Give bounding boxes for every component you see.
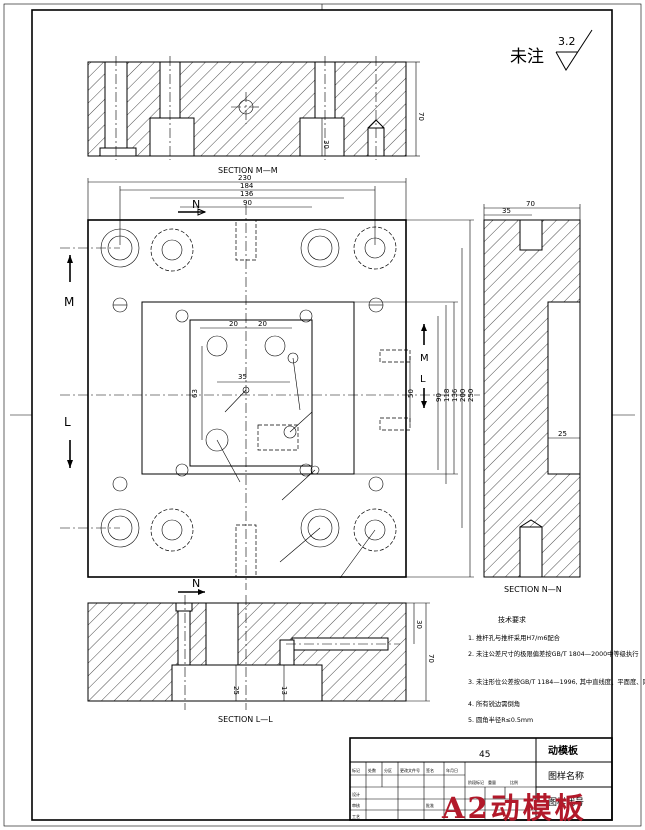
role-approve: 批准 [426,802,434,808]
dim-90v: 90 [435,393,443,402]
arrow-m-inner-label: M [420,353,429,364]
drawing-name-text: 图样名称 [548,770,584,782]
dim-63: 63 [191,389,199,398]
dim-184: 184 [240,182,254,190]
section-arrow-l-inner: L [420,374,427,408]
dim-70-nn: 70 [526,200,535,208]
plan-top-dimensions: 230 184 136 90 [87,174,407,245]
section-arrow-n-bottom: N [178,577,205,595]
arrow-n-top-label: N [192,198,200,211]
section-arrow-m-left: M [64,255,74,309]
dim-13-ll: 13 [280,686,288,695]
section-arrow-n-top: N [178,198,207,216]
section-ll-label: SECTION L—L [218,715,273,724]
dim-90: 90 [243,199,252,207]
outer-border [3,3,642,827]
roughness-value: 3.2 [558,35,576,48]
drawing-no-text: 图样代号 [548,796,584,808]
tech-requirements: 技术要求 1. 推杆孔与推杆采用H7/m6配合 2. 未注公差尺寸的极限偏差按G… [468,615,645,724]
dim-70-top: 70 [417,112,425,121]
dim-35: 35 [238,373,247,381]
tech-item-2: 2. 未注公差尺寸的极限偏差按GB/T 1804—2000中等级执行 [468,649,639,658]
section-arrow-l-left: L [64,415,73,468]
plan-view: 20 20 35 63 50 [60,205,480,590]
title-block: 45 动模板 图样名称 图样代号 标记 处数 分区 更改文件号 签名 年月日 设… [349,737,613,821]
hdr-zone: 分区 [384,767,392,773]
section-mm-label: SECTION M—M [218,166,278,175]
section-nn-label: SECTION N—N [504,585,562,594]
dim-230: 230 [238,174,251,182]
roughness-note: 未注 3.2 [510,29,593,71]
tech-title: 技术要求 [498,615,526,624]
arrow-n-bottom-label: N [192,577,200,590]
dim-118: 118 [443,389,451,402]
dim-30-top: 30 [322,140,330,149]
hdr-date: 年月日 [446,767,458,773]
dim-250: 250 [467,389,475,402]
dim-50: 50 [407,389,415,398]
section-mm-view: 70 30 SECTION M—M [87,56,425,175]
material-text: 45 [479,750,490,760]
section-ll-view: 70 30 25 13 SECTION L—L [87,595,435,724]
plan-right-dimensions: 250 200 136 118 90 [354,219,475,578]
ratio-label: 比例 [510,779,518,785]
role-review: 审核 [352,802,360,808]
dim-20b: 20 [258,320,267,328]
hdr-count: 处数 [368,767,376,773]
part-name-text: 动模板 [548,744,579,757]
roughness-symbol-icon [555,29,593,71]
dim-30-ll: 30 [415,620,423,629]
section-nn-view: 70 35 25 SECTION N—N [483,200,581,594]
dim-25-ll: 25 [232,686,240,695]
role-process: 工艺 [352,814,360,819]
dim-20a: 20 [229,320,238,328]
arrow-l-inner-label: L [420,374,426,385]
arrow-l-left-label: L [64,415,71,429]
roughness-label: 未注 [510,47,544,67]
dim-200: 200 [459,389,467,402]
weight-label: 重量 [488,779,496,785]
tech-item-5: 5. 圆角半径R≤0.5mm [468,715,533,724]
dim-35-nn: 35 [502,207,511,215]
role-design: 设计 [352,791,360,797]
watermark-text: A2动模板 [441,791,587,825]
dim-136: 136 [240,190,254,198]
stage-label: 阶段标记 [468,779,484,785]
tech-item-1: 1. 推杆孔与推杆采用H7/m6配合 [468,633,561,642]
hdr-sign: 签名 [426,767,434,773]
hdr-change-doc: 更改文件号 [400,767,420,773]
section-arrow-m-inner: M [420,324,429,364]
hdr-mark: 标记 [352,767,360,773]
tech-item-4: 4. 所有锐边需倒角 [468,699,520,708]
dim-25-nn: 25 [558,430,567,438]
dim-70-ll: 70 [427,654,435,663]
tech-item-3: 3. 未注形位公差按GB/T 1184—1996, 其中直线度、平面度、同轴度公… [468,677,645,686]
dim-136v: 136 [451,388,459,402]
arrow-m-left-label: M [64,295,74,309]
